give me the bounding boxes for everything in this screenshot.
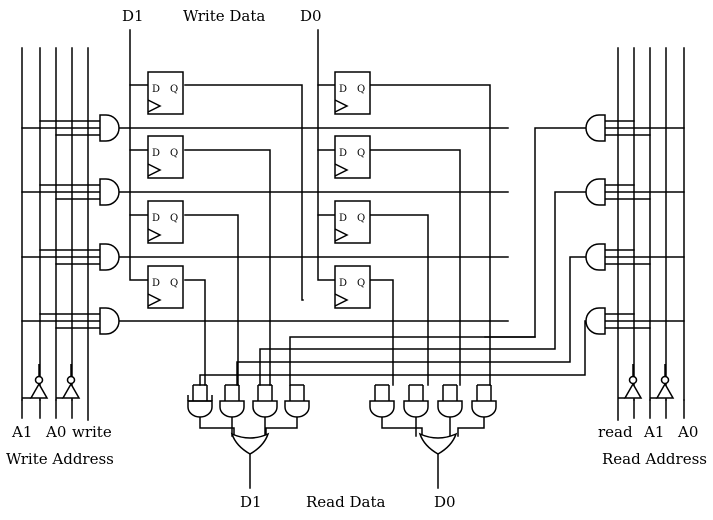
label-read-data: Read Data — [306, 493, 385, 511]
q-pin-label: Q — [170, 213, 178, 224]
write-decoder-and-gate — [99, 243, 120, 271]
read-mux-and-gate — [187, 400, 213, 418]
read-decoder-and-gate — [585, 114, 606, 142]
write-a0-inverter — [61, 382, 81, 399]
read-mux-and-gate — [369, 400, 395, 418]
read-mux-and-gate — [252, 400, 278, 418]
d-pin-label: D — [152, 148, 160, 159]
d-pin-label: D — [339, 278, 347, 289]
q-pin-label: Q — [357, 278, 365, 289]
label-read-d0: D0 — [434, 493, 456, 511]
read-mux-and-gate — [437, 400, 463, 418]
q-pin-label: Q — [170, 84, 178, 95]
write-decoder-and-gate — [99, 307, 120, 335]
label-read-address: Read Address — [602, 450, 707, 468]
write-a1-inverter — [29, 382, 49, 399]
circuit-wiring — [21, 29, 685, 489]
read-d0-or-gate — [418, 432, 458, 455]
read-mux-and-gate — [284, 400, 310, 418]
read-a1-inverter-bubble — [628, 375, 638, 385]
label-read-enable: read — [598, 423, 633, 441]
read-mux-and-gate — [471, 400, 497, 418]
d-pin-label: D — [339, 213, 347, 224]
label-write-address: Write Address — [6, 450, 114, 468]
read-mux-and-gate — [219, 400, 245, 418]
read-decoder-and-gate — [585, 307, 606, 335]
q-pin-label: Q — [357, 213, 365, 224]
d-pin-label: D — [152, 278, 160, 289]
q-pin-label: Q — [170, 148, 178, 159]
label-write-a0: A0 — [45, 423, 66, 441]
d-pin-label: D — [152, 84, 160, 95]
read-d1-or-gate — [230, 432, 270, 455]
write-decoder-and-gate — [99, 114, 120, 142]
q-pin-label: Q — [170, 278, 178, 289]
q-pin-label: Q — [357, 84, 365, 95]
label-read-d1: D1 — [240, 493, 262, 511]
read-a0-inverter — [655, 382, 675, 399]
label-write-d1: D1 — [122, 7, 144, 25]
label-write-a1: A1 — [11, 423, 32, 441]
label-write-data: Write Data — [183, 7, 265, 25]
d-pin-label: D — [152, 213, 160, 224]
label-read-a1: A1 — [643, 423, 664, 441]
write-a1-inverter-bubble — [34, 375, 44, 385]
read-decoder-and-gate — [585, 178, 606, 206]
d-pin-label: D — [339, 84, 347, 95]
d-pin-label: D — [339, 148, 347, 159]
label-write-d0: D0 — [300, 7, 322, 25]
write-a0-inverter-bubble — [66, 375, 76, 385]
write-decoder-and-gate — [99, 178, 120, 206]
read-mux-and-gate — [403, 400, 429, 418]
q-pin-label: Q — [357, 148, 365, 159]
read-a0-inverter-bubble — [660, 375, 670, 385]
read-a1-inverter — [623, 382, 643, 399]
label-read-a0: A0 — [677, 423, 698, 441]
read-decoder-and-gate — [585, 243, 606, 271]
label-write-enable: write — [72, 423, 112, 441]
